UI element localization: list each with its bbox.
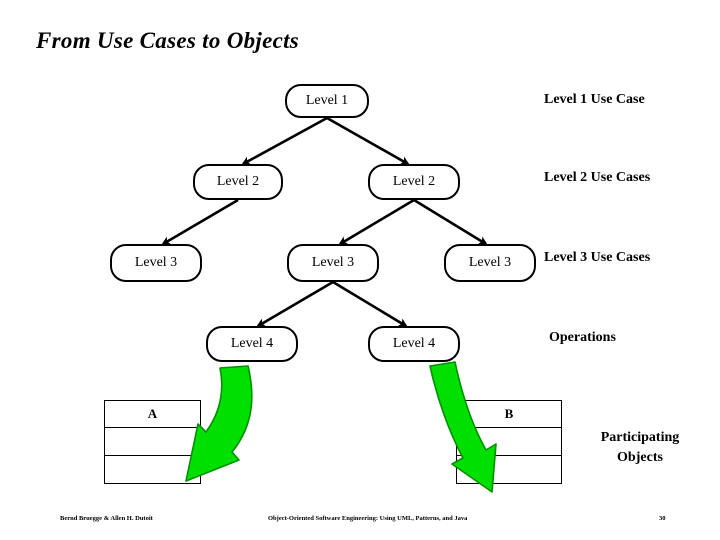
footer-page-number: 30 (659, 515, 666, 522)
edge-l3b-l4a (256, 280, 334, 328)
class-box-b-name: B (457, 401, 561, 429)
edge-l2b-l3b (338, 198, 415, 246)
annotation-level1-use-case: Level 1 Use Case (544, 92, 645, 107)
tree-node-label: Level 2 (216, 174, 260, 189)
tree-node-level2-right[interactable]: Level 2 (368, 164, 460, 200)
page-title: From Use Cases to Objects (36, 28, 300, 53)
class-box-a-name: A (105, 401, 200, 429)
class-box-b-attributes (457, 428, 561, 456)
class-box-a-attributes (105, 428, 200, 456)
annotation-level3-use-cases: Level 3 Use Cases (544, 250, 651, 265)
edge-l3b-l4b (332, 280, 408, 328)
class-box-a-operations (105, 456, 200, 483)
tree-node-label: Level 3 (468, 255, 512, 270)
tree-node-label: Level 4 (230, 336, 274, 351)
edge-l1-l2a (241, 116, 328, 166)
annotation-operations: Operations (549, 330, 616, 345)
tree-node-label: Level 3 (134, 255, 178, 270)
tree-edge-group (161, 116, 488, 328)
footer-book-title: Object-Oriented Software Engineering: Us… (268, 515, 468, 522)
annotation-participating-objects: Participating Objects (580, 428, 700, 469)
tree-node-level4-right[interactable]: Level 4 (368, 326, 460, 362)
tree-node-level4-left[interactable]: Level 4 (206, 326, 298, 362)
tree-node-label: Level 1 (305, 93, 349, 108)
edge-l2b-l3c (413, 198, 488, 246)
participating-objects-line1: Participating (600, 430, 680, 445)
tree-node-level1[interactable]: Level 1 (285, 84, 369, 118)
edge-l1-l2b (326, 116, 410, 166)
annotation-level2-use-cases: Level 2 Use Cases (544, 170, 651, 185)
class-box-b[interactable]: B (456, 400, 562, 484)
tree-node-label: Level 2 (392, 174, 436, 189)
participating-objects-line2: Objects (617, 450, 663, 466)
tree-node-level3-middle[interactable]: Level 3 (287, 244, 379, 282)
tree-node-label: Level 3 (311, 255, 355, 270)
tree-node-level3-right[interactable]: Level 3 (444, 244, 536, 282)
class-box-a[interactable]: A (104, 400, 201, 484)
tree-node-level2-left[interactable]: Level 2 (193, 164, 283, 200)
tree-node-level3-left[interactable]: Level 3 (110, 244, 202, 282)
tree-node-label: Level 4 (392, 336, 436, 351)
edge-l2a-l3a (161, 198, 239, 246)
footer-authors: Bernd Bruegge & Allen H. Dutoit (60, 515, 153, 522)
class-box-b-operations (457, 456, 561, 483)
